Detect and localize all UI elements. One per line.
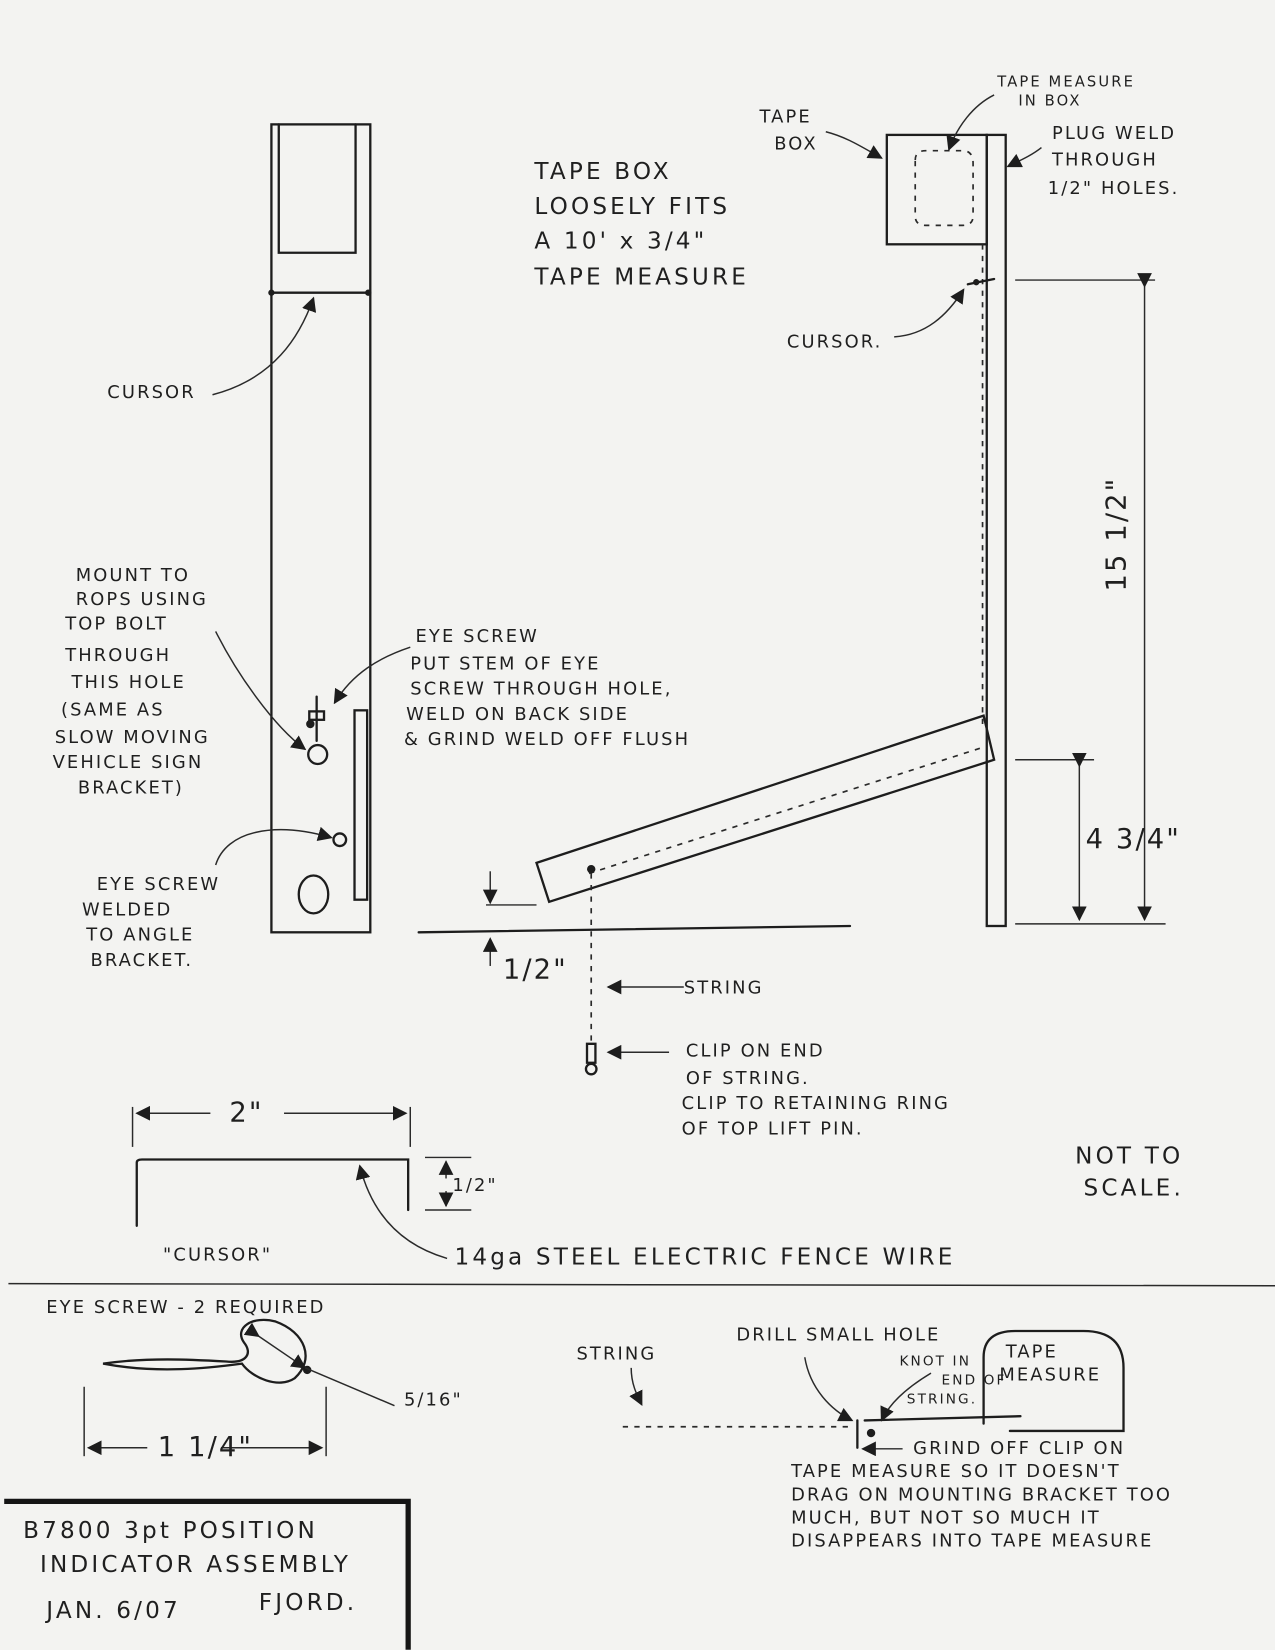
eye-screw-welded-line: BRACKET.: [90, 950, 193, 971]
eye-screw-note-line: EYE SCREW: [416, 626, 539, 647]
eye-screw-welded-line: EYE SCREW: [97, 874, 220, 895]
tape-in-box-label: IN BOX: [1018, 92, 1081, 109]
tape-measure-label: TAPE: [1005, 1341, 1058, 1362]
side-view-assembly: [417, 133, 1007, 1076]
grind-note-line: TAPE MEASURE SO IT DOESN'T: [790, 1461, 1121, 1482]
clip-note-line: OF TOP LIFT PIN.: [682, 1118, 864, 1139]
eye-screw-note-line: & GRIND WELD OFF FLUSH: [404, 729, 690, 750]
title-line-1: B7800 3pt POSITION: [23, 1518, 318, 1544]
cursor-width-dim: 2": [229, 1098, 263, 1129]
clip-note-line: CLIP ON END: [686, 1040, 825, 1061]
tape-attachment-detail: STRING DRILL SMALL HOLE KNOT IN END OF S…: [576, 1324, 1172, 1552]
mount-note-line: (SAME AS: [61, 700, 165, 721]
side-view-labels: TAPE BOX LOOSELY FITS A 10' x 3/4" TAPE …: [333, 74, 1184, 1201]
tape-measure-label: MEASURE: [999, 1364, 1101, 1385]
tape-box-label: BOX: [774, 134, 817, 155]
overall-height-dim: 15 1/2": [1102, 477, 1133, 592]
mount-note-line: SLOW MOVING: [55, 727, 210, 748]
tape-in-box-label: TAPE MEASURE: [996, 74, 1135, 91]
wire-note: 14ga STEEL ELECTRIC FENCE WIRE: [454, 1245, 955, 1271]
grind-note-line: DRAG ON MOUNTING BRACKET TOO: [791, 1484, 1172, 1505]
plug-weld-note: PLUG WELD: [1052, 123, 1176, 144]
grind-note-line: GRIND OFF CLIP ON: [913, 1438, 1125, 1459]
tape-box-note-line: TAPE BOX: [533, 159, 671, 185]
eye-screw-welded-line: TO ANGLE: [85, 925, 194, 946]
grind-note-line: DISAPPEARS INTO TAPE MEASURE: [791, 1531, 1153, 1552]
front-view-labels: CURSOR MOUNT TO ROPS USING TOP BOLT THRO…: [53, 296, 333, 971]
title-line-2: INDICATOR ASSEMBLY: [40, 1552, 351, 1578]
tape-box-note-line: LOOSELY FITS: [534, 194, 730, 220]
eye-screw-detail: EYE SCREW - 2 REQUIRED 5/16" 1 1/4": [46, 1297, 463, 1463]
clip-note-line: OF STRING.: [686, 1068, 810, 1089]
not-to-scale-note: SCALE.: [1084, 1175, 1184, 1201]
mount-note-line: MOUNT TO: [76, 565, 190, 586]
drill-note: DRILL SMALL HOLE: [736, 1324, 940, 1345]
tape-detail-string-label: STRING: [576, 1343, 656, 1364]
cursor-detail: 2" 1/2" "CURSOR" 14ga STEEL ELECTRIC FEN…: [131, 1098, 955, 1271]
drawing-author: FJORD.: [259, 1590, 357, 1616]
plug-weld-note: 1/2" HOLES.: [1048, 178, 1180, 199]
cursor-height-dim: 1/2": [452, 1175, 497, 1196]
string-label: STRING: [684, 977, 764, 998]
eye-screw-length-dim: 1 1/4": [158, 1432, 253, 1463]
eye-screw-title: EYE SCREW - 2 REQUIRED: [46, 1297, 325, 1318]
knot-note: STRING.: [907, 1392, 977, 1408]
mount-note-line: TOP BOLT: [64, 613, 168, 634]
knot-note: END OF: [942, 1373, 1007, 1389]
clip-note-line: CLIP TO RETAINING RING: [682, 1093, 950, 1114]
knot-note: KNOT IN: [899, 1354, 971, 1370]
eye-screw-note-line: SCREW THROUGH HOLE,: [410, 679, 672, 700]
mount-note-line: THIS HOLE: [71, 672, 186, 693]
drawing-date: JAN. 6/07: [44, 1598, 181, 1624]
cursor-label: CURSOR: [107, 382, 195, 403]
mount-note-line: THROUGH: [64, 645, 171, 666]
tape-box-note-line: A 10' x 3/4": [534, 229, 707, 255]
grind-note-line: MUCH, BUT NOT SO MUCH IT: [791, 1508, 1101, 1529]
cursor-label-side: CURSOR.: [787, 331, 883, 352]
gap-dim: 1/2": [503, 955, 568, 986]
eye-screw-note-line: PUT STEM OF EYE: [410, 653, 600, 674]
front-view-bracket: [268, 123, 372, 934]
mount-note-line: VEHICLE SIGN: [53, 752, 204, 773]
tape-box-note-line: TAPE MEASURE: [533, 264, 749, 290]
mount-note-line: ROPS USING: [76, 589, 208, 610]
side-view-dimensions: 15 1/2" 4 3/4" 1/2": [482, 273, 1181, 986]
title-block: B7800 3pt POSITION INDICATOR ASSEMBLY JA…: [4, 1498, 411, 1650]
plug-weld-note: THROUGH: [1051, 149, 1158, 170]
lower-height-dim: 4 3/4": [1086, 824, 1181, 855]
eye-screw-welded-line: WELDED: [82, 899, 172, 920]
section-divider: [8, 1282, 1275, 1287]
eye-dim: 5/16": [404, 1390, 463, 1411]
not-to-scale-note: NOT TO: [1075, 1144, 1183, 1170]
cursor-detail-label: "CURSOR": [163, 1245, 272, 1266]
eye-screw-note-line: WELD ON BACK SIDE: [406, 704, 629, 725]
mount-note-line: BRACKET): [78, 777, 184, 798]
tape-box-label: TAPE: [759, 106, 812, 127]
